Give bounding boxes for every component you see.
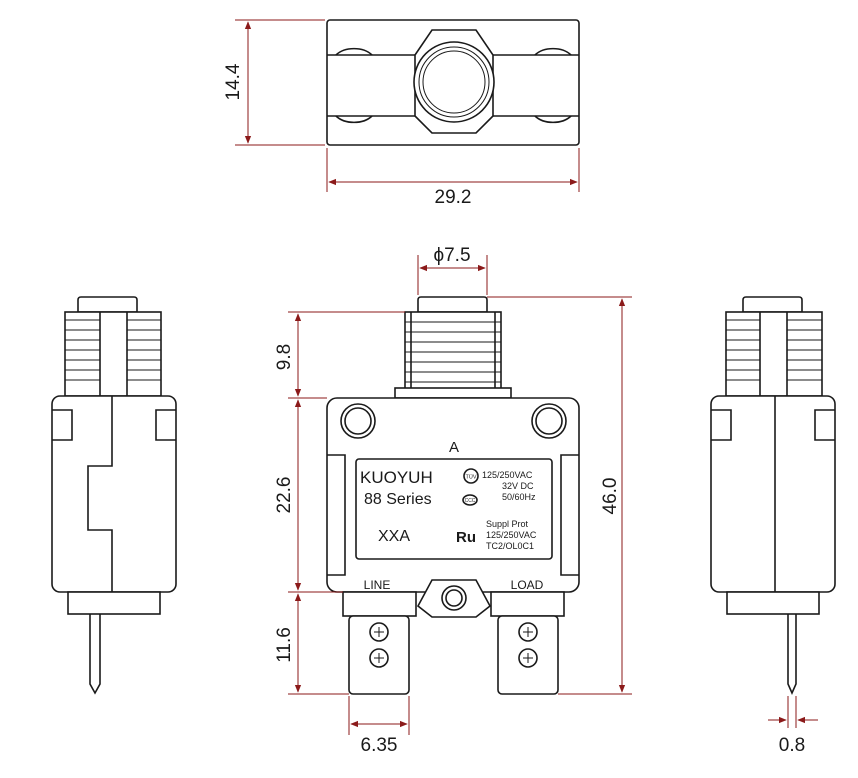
dim-width-top: 29.2 xyxy=(435,187,472,208)
front-dimensions: ϕ7.5 9.8 22.6 11.6 46.0 6.35 xyxy=(274,245,632,756)
dim-pin-thickness: 0.8 xyxy=(779,735,805,756)
brand-text: KUOYUH xyxy=(360,468,433,487)
right-side-view: 0.8 xyxy=(710,296,836,756)
dim-body-height: 22.6 xyxy=(274,477,295,514)
dim-total-height: 46.0 xyxy=(600,478,621,515)
spec-line-3: 50/60Hz xyxy=(502,492,536,502)
left-side-view xyxy=(51,296,177,695)
line-label: LINE xyxy=(364,578,391,592)
dim-button-height: 9.8 xyxy=(274,344,295,370)
ccc-mark-icon xyxy=(462,494,478,506)
series-text: 88 Series xyxy=(364,491,432,508)
reset-mark: A xyxy=(449,439,459,456)
dim-terminal-width: 6.35 xyxy=(361,735,398,756)
suppl-line-1: Suppl Prot xyxy=(486,519,529,529)
suppl-line-2: 125/250VAC xyxy=(486,530,537,540)
tuv-mark: TÜV xyxy=(466,474,477,481)
spec-line-2: 32V DC xyxy=(502,481,534,491)
suppl-line-3: TC2/OL0C1 xyxy=(486,541,534,551)
dim-height-top: 14.4 xyxy=(223,63,244,100)
front-view: A KUOYUH 88 Series XXA TÜV CCC 125/250VA… xyxy=(326,296,580,695)
rating-text: XXA xyxy=(378,528,410,545)
nameplate: KUOYUH 88 Series XXA TÜV CCC 125/250VAC … xyxy=(355,458,553,560)
spec-line-1: 125/250VAC xyxy=(482,470,533,480)
dim-terminal-height: 11.6 xyxy=(274,627,295,663)
load-label: LOAD xyxy=(511,578,544,592)
tuv-mark-icon xyxy=(463,468,479,484)
ur-mark: Ru xyxy=(456,529,476,546)
ccc-mark: CCC xyxy=(465,498,476,504)
top-view: 14.4 29.2 xyxy=(223,19,580,208)
dim-button-diameter: ϕ7.5 xyxy=(433,245,470,266)
